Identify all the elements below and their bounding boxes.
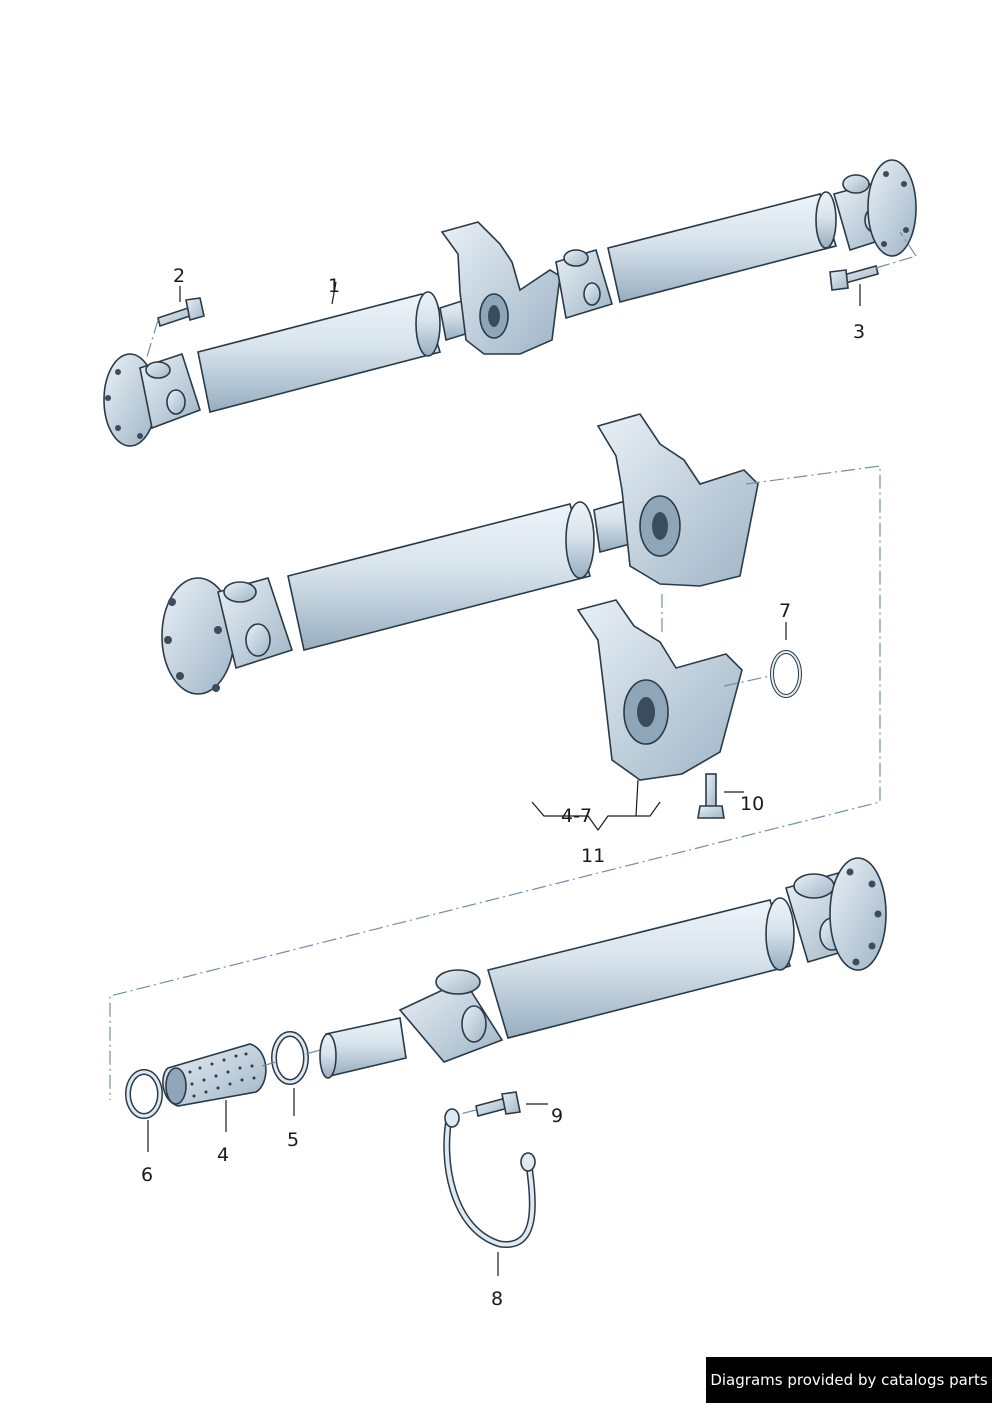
retaining-strap-8[interactable] [443,1108,536,1248]
callout-8: 8 [491,1288,503,1310]
callout-10: 10 [740,793,764,815]
bearing-bracket-11[interactable] [576,599,743,781]
watermark-banner: Diagrams provided by catalogs parts [706,1357,992,1403]
splined-shaft [325,1017,407,1077]
callout-4-7: 4-7 [561,805,592,827]
center-section-detail[interactable] [161,413,759,695]
mid-tube [287,503,591,651]
rear-shaft-assembly[interactable] [319,857,887,1079]
front-tube [197,293,442,413]
callout-3: 3 [853,321,865,343]
clamp-6[interactable] [125,1069,163,1119]
callout-6: 6 [141,1164,153,1186]
bolt-9[interactable] [475,1091,521,1117]
right-flange [867,159,917,257]
circlip-7[interactable] [770,650,802,698]
boot-4[interactable] [162,1043,267,1107]
bolt-3[interactable] [829,265,879,291]
callout-2: 2 [173,265,185,287]
callout-9: 9 [551,1105,563,1127]
propshaft-assembly[interactable] [103,159,917,447]
callout-5: 5 [287,1129,299,1151]
rear-tube [607,193,838,303]
rear-tube-bottom [486,899,792,1039]
bolt-10[interactable] [697,773,725,819]
callout-4: 4 [217,1144,229,1166]
mid-center-bearing [596,413,759,587]
callout-7: 7 [779,600,791,622]
center-bearing-bracket [440,221,561,355]
callout-1: 1 [328,275,340,297]
clamp-5[interactable] [271,1031,309,1085]
callout-11: 11 [581,845,605,867]
bolt-2[interactable] [157,297,205,328]
